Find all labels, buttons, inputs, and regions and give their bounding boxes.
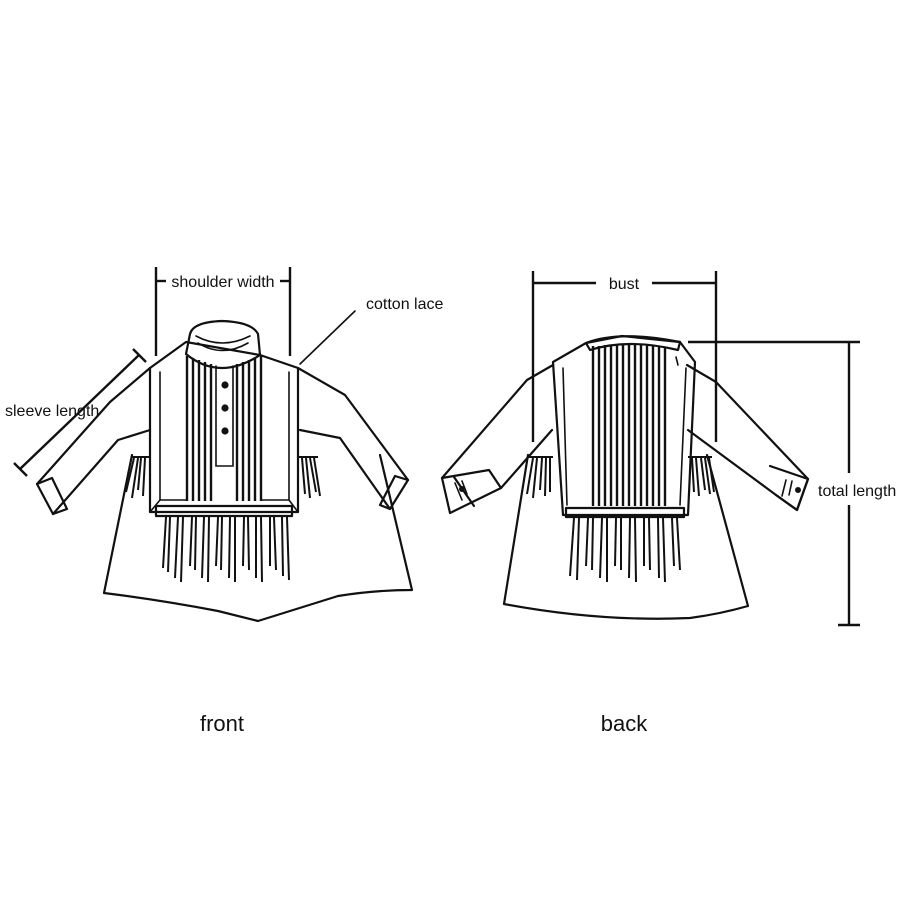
front-view: shoulder width cotton lace sleeve length… [5, 267, 443, 736]
shoulder-width-label: shoulder width [171, 274, 274, 291]
back-left-cuff-button [459, 486, 465, 492]
shoulder-width-dimension [154, 267, 292, 356]
front-lace-band-left [159, 371, 187, 501]
front-collar [184, 319, 262, 370]
back-caption: back [601, 711, 648, 736]
front-button-1 [221, 381, 229, 389]
front-pleats-right [235, 356, 263, 501]
front-button-3 [221, 427, 229, 435]
front-fringe-left [125, 456, 150, 499]
back-collar [584, 335, 682, 352]
front-lace-band-right [261, 371, 290, 501]
front-body-outline [102, 453, 414, 623]
back-body-outline [502, 453, 750, 620]
total-length-label: total length [818, 483, 896, 500]
back-fringe-left [526, 456, 553, 499]
sleeve-length-dimension [13, 348, 147, 477]
front-caption: front [200, 711, 244, 736]
front-placket [215, 365, 234, 467]
front-right-sleeve [296, 366, 410, 511]
back-view: bust total length back [440, 271, 896, 736]
front-bodice-hem-band [154, 504, 294, 518]
front-fringe-right [298, 456, 321, 499]
front-button-2 [221, 404, 229, 412]
total-length-dimension [688, 340, 860, 627]
back-fringe-right [688, 456, 715, 497]
back-bodice-hem-band [564, 506, 686, 519]
front-pleats-left [185, 356, 213, 501]
back-fringe-center [569, 517, 681, 583]
back-right-cuff-button [795, 487, 801, 493]
back-left-sleeve [440, 363, 555, 515]
cotton-lace-label: cotton lace [366, 296, 443, 313]
bust-label: bust [609, 276, 640, 293]
sleeve-length-label: sleeve length [5, 403, 99, 420]
front-fringe-center [162, 516, 290, 583]
cotton-lace-leader [299, 310, 356, 365]
bust-dimension [531, 271, 718, 442]
back-pleats [591, 344, 667, 506]
front-left-sleeve [35, 366, 152, 516]
